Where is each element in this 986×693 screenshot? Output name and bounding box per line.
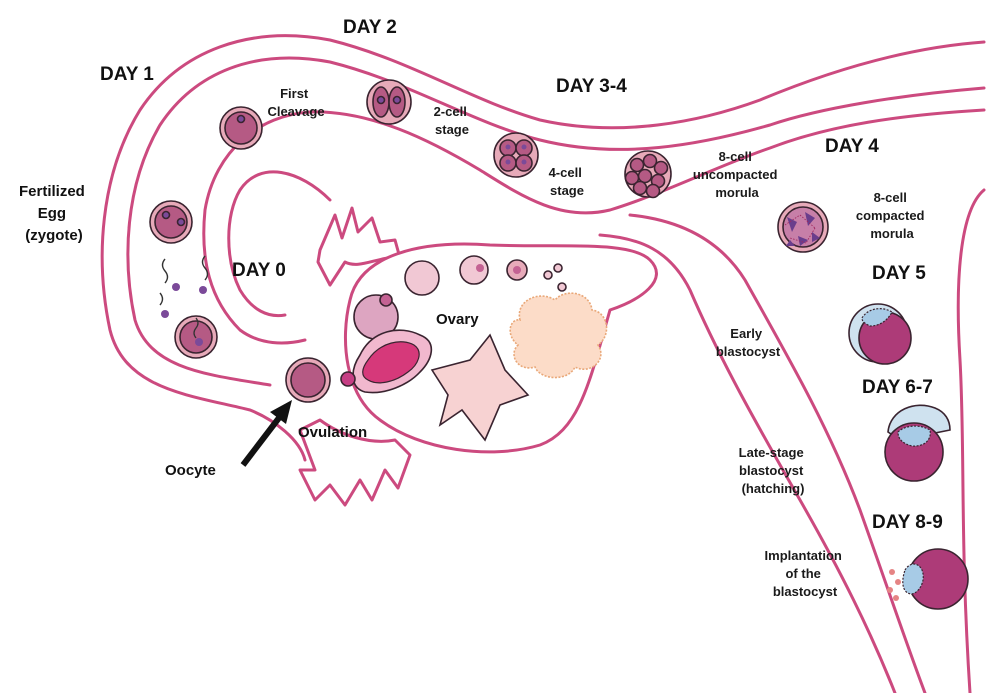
released-egg bbox=[340, 371, 356, 387]
implant-dot-1 bbox=[889, 569, 895, 575]
label-ovary: Ovary bbox=[436, 311, 479, 328]
sperm-tail-1 bbox=[161, 258, 169, 284]
fertilizing-sperm-tail bbox=[193, 317, 199, 339]
ovary bbox=[340, 242, 658, 454]
label-day-3-4: DAY 3-4 bbox=[556, 76, 627, 97]
four-cell-nucleus-2 bbox=[521, 144, 527, 150]
label-oocyte: Oocyte bbox=[165, 462, 216, 479]
arrow-shaft bbox=[240, 408, 288, 467]
label-first-cleavage: First Cleavage bbox=[267, 86, 324, 119]
label-day-6-7: DAY 6-7 bbox=[862, 377, 933, 398]
oocyte-inner bbox=[290, 362, 326, 398]
sperm-head-2 bbox=[199, 286, 207, 294]
four-cell-nucleus-1 bbox=[505, 144, 511, 150]
eight-cell-c-borders bbox=[784, 214, 816, 244]
eight-cell-u-b8 bbox=[645, 183, 661, 199]
fertilizing-sperm-head bbox=[195, 338, 203, 346]
two-cell-embryo bbox=[366, 79, 412, 125]
zygote-pronucleus-1 bbox=[161, 210, 171, 220]
four-cell-outer bbox=[493, 132, 539, 178]
tube-lumen-lower bbox=[227, 170, 332, 318]
late-blastocyst-icm bbox=[897, 425, 931, 447]
eight-cell-u-b3 bbox=[653, 160, 669, 176]
implant-icm bbox=[902, 563, 924, 595]
tube-outer-wall bbox=[100, 34, 986, 462]
fallopian-tube bbox=[100, 34, 986, 693]
label-ovulation: Ovulation bbox=[298, 424, 367, 441]
two-cell-nucleus-1 bbox=[376, 95, 386, 105]
first-cleavage-nucleus bbox=[236, 114, 246, 124]
sperm-tail-3 bbox=[159, 292, 164, 306]
label-day-4: DAY 4 bbox=[825, 136, 879, 157]
corpus-albicans bbox=[430, 333, 530, 442]
oocyte-arrow bbox=[240, 400, 292, 467]
arrow-head bbox=[270, 400, 292, 424]
label-day-2: DAY 2 bbox=[343, 17, 397, 38]
eight-cell-c-nuclei bbox=[786, 212, 820, 246]
uterus-wall-right bbox=[628, 213, 927, 693]
follicle-tiny-b bbox=[553, 263, 563, 273]
follicle-medium-nucleus bbox=[476, 264, 484, 272]
sperm-tail-2 bbox=[201, 255, 209, 281]
eight-cell-compacted bbox=[777, 201, 829, 253]
sperm-group bbox=[159, 255, 209, 318]
implant-dot-4 bbox=[893, 595, 899, 601]
oocyte-cell bbox=[285, 357, 331, 403]
zygote bbox=[149, 200, 193, 244]
implanting-blastocyst bbox=[887, 548, 969, 610]
corpus-luteum bbox=[509, 292, 608, 379]
follicle-small-nucleus bbox=[513, 266, 521, 274]
eight-cell-u-b7 bbox=[632, 180, 648, 196]
eight-cell-u-b2 bbox=[642, 153, 658, 169]
label-two-cell: 2-cell stage bbox=[434, 104, 471, 137]
tube-lumen-upper bbox=[202, 108, 986, 345]
four-cell-nucleus-3 bbox=[505, 159, 511, 165]
uterus-wall-left bbox=[598, 233, 897, 693]
label-day-8-9: DAY 8-9 bbox=[872, 512, 943, 533]
follicle-large bbox=[404, 260, 440, 296]
follicle-tiny-a bbox=[543, 270, 553, 280]
fertilizing-egg bbox=[174, 315, 218, 359]
label-day-5: DAY 5 bbox=[872, 263, 926, 284]
four-cell-nucleus-4 bbox=[521, 159, 527, 165]
label-eight-compacted: 8-cell compacted morula bbox=[856, 190, 928, 241]
implant-dot-3 bbox=[887, 587, 893, 593]
first-cleavage-cell bbox=[219, 106, 263, 150]
follicle-left-nucleus bbox=[379, 293, 393, 307]
early-blastocyst bbox=[848, 303, 912, 365]
label-four-cell: 4-cell stage bbox=[549, 165, 586, 198]
sperm-head-1 bbox=[172, 283, 180, 291]
fimbria-lower bbox=[298, 418, 412, 507]
follicle-tiny-c bbox=[557, 282, 567, 292]
label-day-1: DAY 1 bbox=[100, 64, 154, 85]
first-cleavage-inner bbox=[224, 111, 258, 145]
implant-dot-2 bbox=[895, 579, 901, 585]
label-eight-uncompacted: 8-cell uncompacted morula bbox=[693, 149, 781, 200]
early-blastocyst-icm bbox=[861, 308, 893, 327]
ruptured-follicle-core bbox=[362, 341, 420, 384]
eight-cell-u-b5 bbox=[637, 168, 653, 184]
follicle-medium bbox=[459, 255, 489, 285]
late-blastocyst bbox=[884, 404, 951, 482]
uterus-wall-outer bbox=[956, 188, 986, 693]
eight-cell-u-b1 bbox=[629, 157, 645, 173]
sperm-head-3 bbox=[161, 310, 169, 318]
tube-inner-wall-top bbox=[126, 56, 986, 387]
two-cell-nucleus-2 bbox=[392, 95, 402, 105]
four-cell-embryo bbox=[493, 132, 539, 178]
eight-cell-uncompacted bbox=[624, 150, 672, 199]
label-late-blastocyst: Late-stage blastocyst (hatching) bbox=[739, 445, 808, 496]
label-day-0: DAY 0 bbox=[232, 260, 286, 281]
label-implantation: Implantation of the blastocyst bbox=[765, 548, 846, 599]
zygote-pronucleus-2 bbox=[176, 217, 186, 227]
label-fertilized-egg: Fertilized Egg (zygote) bbox=[19, 183, 89, 244]
label-early-blastocyst: Early blastocyst bbox=[716, 326, 781, 359]
